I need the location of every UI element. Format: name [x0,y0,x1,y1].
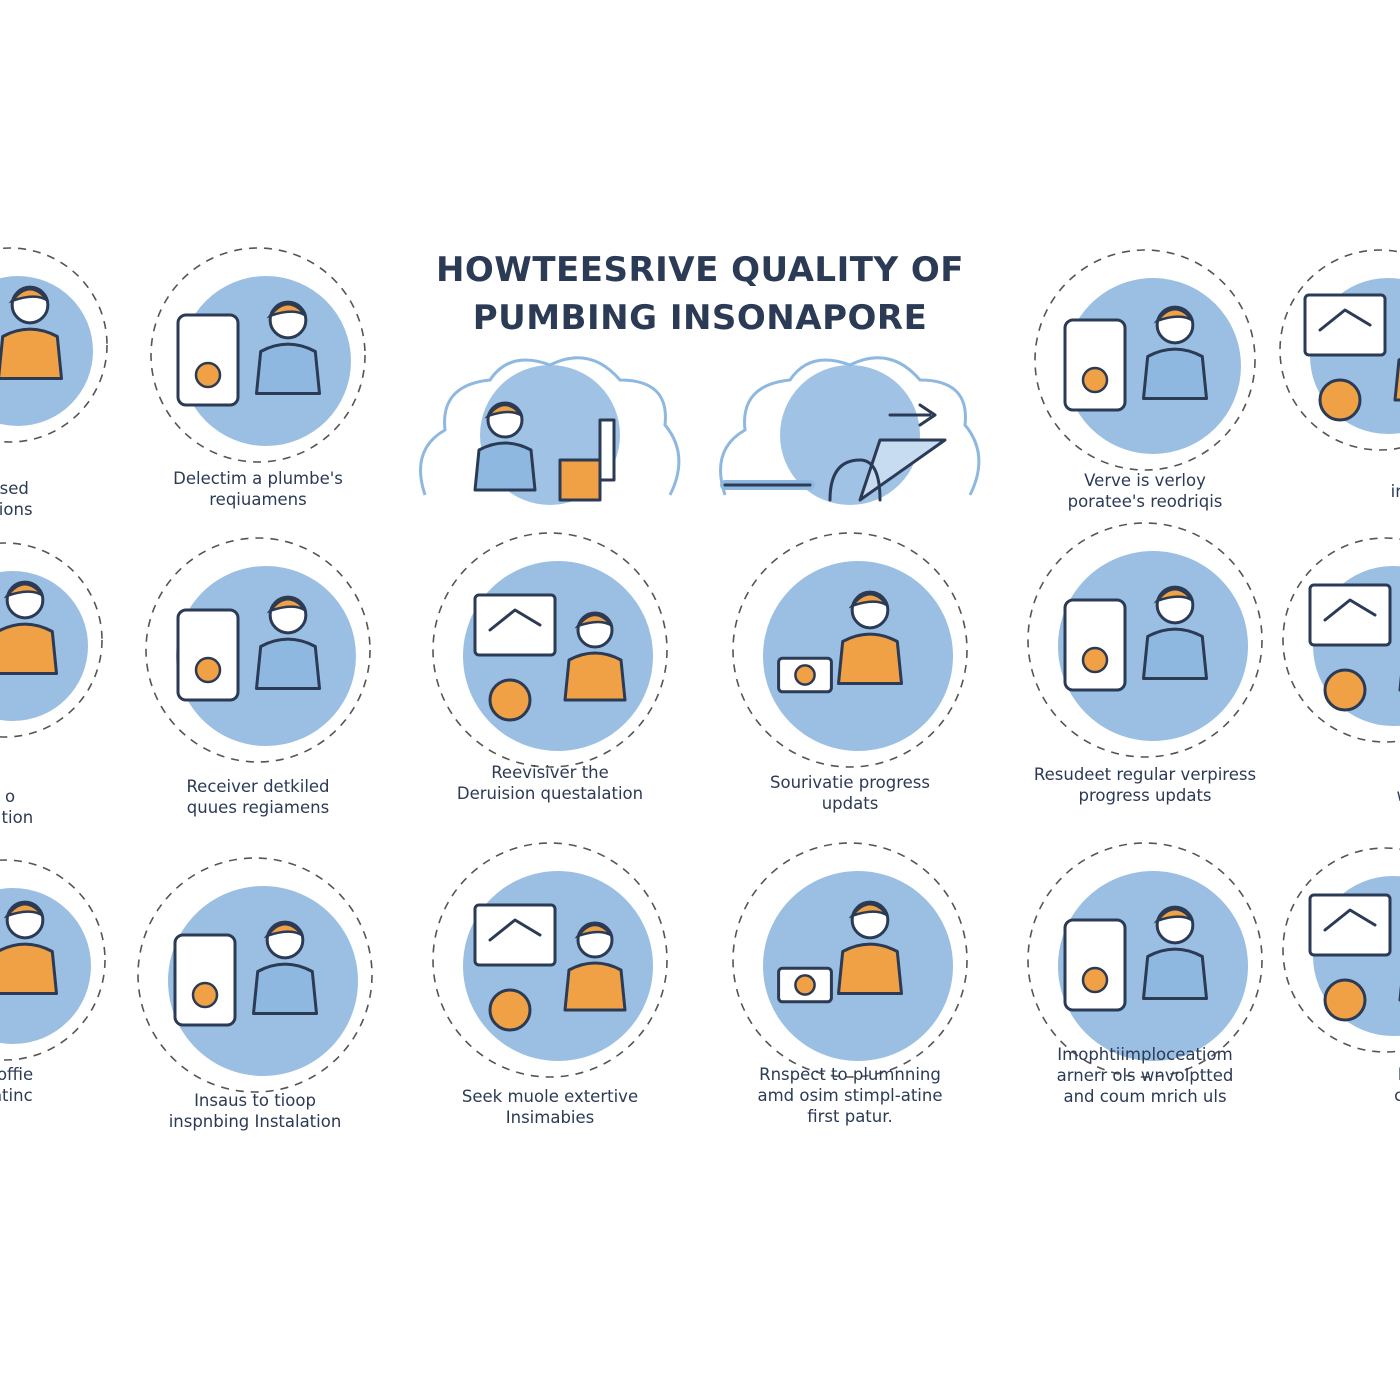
presentation-team-icon [432,532,668,768]
tap-message-icon [137,857,373,1093]
caption-line: Resudeet regular verpiress [1033,765,1257,784]
caption-r2c5: Seewarra [1300,764,1400,806]
caption-r2c4: Resudeet regular verpiress progress updat… [1025,764,1265,806]
caption-line: first patur. [807,1107,893,1126]
caption-line: ooffie [0,1065,34,1084]
caption-line: updats [821,794,879,813]
gear-worker-icon [1027,842,1263,1078]
caption-line: Receiver detkiled [186,777,330,796]
caption-line: o [4,787,16,806]
caption-line: latinc [0,1086,33,1105]
document-board-icon [1282,847,1400,1053]
caption-r2c3: Sourivatie progress updats [730,772,970,814]
plumber-cloud-icon [419,356,681,505]
window-repair-icon [1034,249,1256,471]
search-box-icon [0,859,106,1061]
caption-line: cut au [1394,1086,1400,1105]
caption-r2c0: o lation [0,786,130,828]
caption-line: poratee's reodriqis [1067,492,1223,511]
title-line-2: PUMBING INSONAPORE [472,298,928,338]
valve-worker-icon [145,537,371,763]
water-heater-icon [732,532,968,768]
caption-line: arnerr ols wnvolptted [1056,1066,1234,1085]
caption-line: lation [0,808,34,827]
caption-line: and coum mrich uls [1063,1087,1227,1106]
caption-r3c5: Inspecut au [1300,1064,1400,1106]
caption-line: Delectim a plumbe's [173,469,343,488]
caption-line: warra [1300,785,1400,806]
caption-line: See [1300,764,1400,785]
inspector-icon [1279,249,1400,451]
phone-plumber-icon [150,247,366,463]
caption-line: Insaus to tioop [194,1091,316,1110]
faucet-pipe-icon [0,542,103,738]
caption-line: inspnbing Instalation [168,1112,342,1131]
board-tools-icon [1027,522,1263,758]
caption-r1c0: ssed rlions [0,478,130,520]
caption-line: Tu [1290,460,1400,481]
caption-r3c0: ooffie latinc [0,1064,130,1106]
caption-line: Seek muole extertive [461,1087,639,1106]
caption-line: ssed [0,479,29,498]
caption-line: Inspe [1300,1064,1400,1085]
caption-r3c3: Rnspect to plumnning amd osim stimpl-atin… [730,1064,970,1127]
caption-line: quues regiamens [186,798,330,817]
caption-line: Deruision questalation [456,784,644,803]
caption-line: Imophtiimploceatiom [1057,1045,1233,1064]
caption-r1c4: Verve is verloy poratee's reodriqis [1025,470,1265,512]
caption-r2c1: Receiver detkiled quues regiamens [138,776,378,818]
caption-r1c5: Tuinspi [1290,460,1400,502]
pipe-cloud-icon [719,356,981,505]
caption-line: Sourivatie progress [770,773,930,792]
caption-r3c4: Imophtiimploceatiom arnerr ols wnvolptted… [1025,1044,1265,1107]
caption-line: Rnspect to plumnning [759,1065,941,1084]
caption-line: Verve is verloy [1084,471,1206,490]
bathtub-plumber-icon [0,247,108,443]
worker-warranty-icon [1282,537,1400,743]
caption-line: progress updats [1078,786,1212,805]
caption-r3c1: Insaus to tioop inspnbing Instalation [135,1090,375,1132]
worker-clipboard-icon [432,842,668,1078]
caption-line: Insimabies [505,1108,595,1127]
title-line-1: HOWTEESRIVE QUALITY OF [435,250,965,290]
caption-r1c1: Delectim a plumbe's reqiuamens [138,468,378,510]
caption-line: rlions [0,500,33,519]
documents-tools-icon [732,842,968,1078]
caption-line: amd osim stimpl-atine [757,1086,943,1105]
caption-line: reqiuamens [209,490,307,509]
caption-line: inspi [1390,482,1400,501]
caption-line: Reevisiver the [491,763,609,782]
